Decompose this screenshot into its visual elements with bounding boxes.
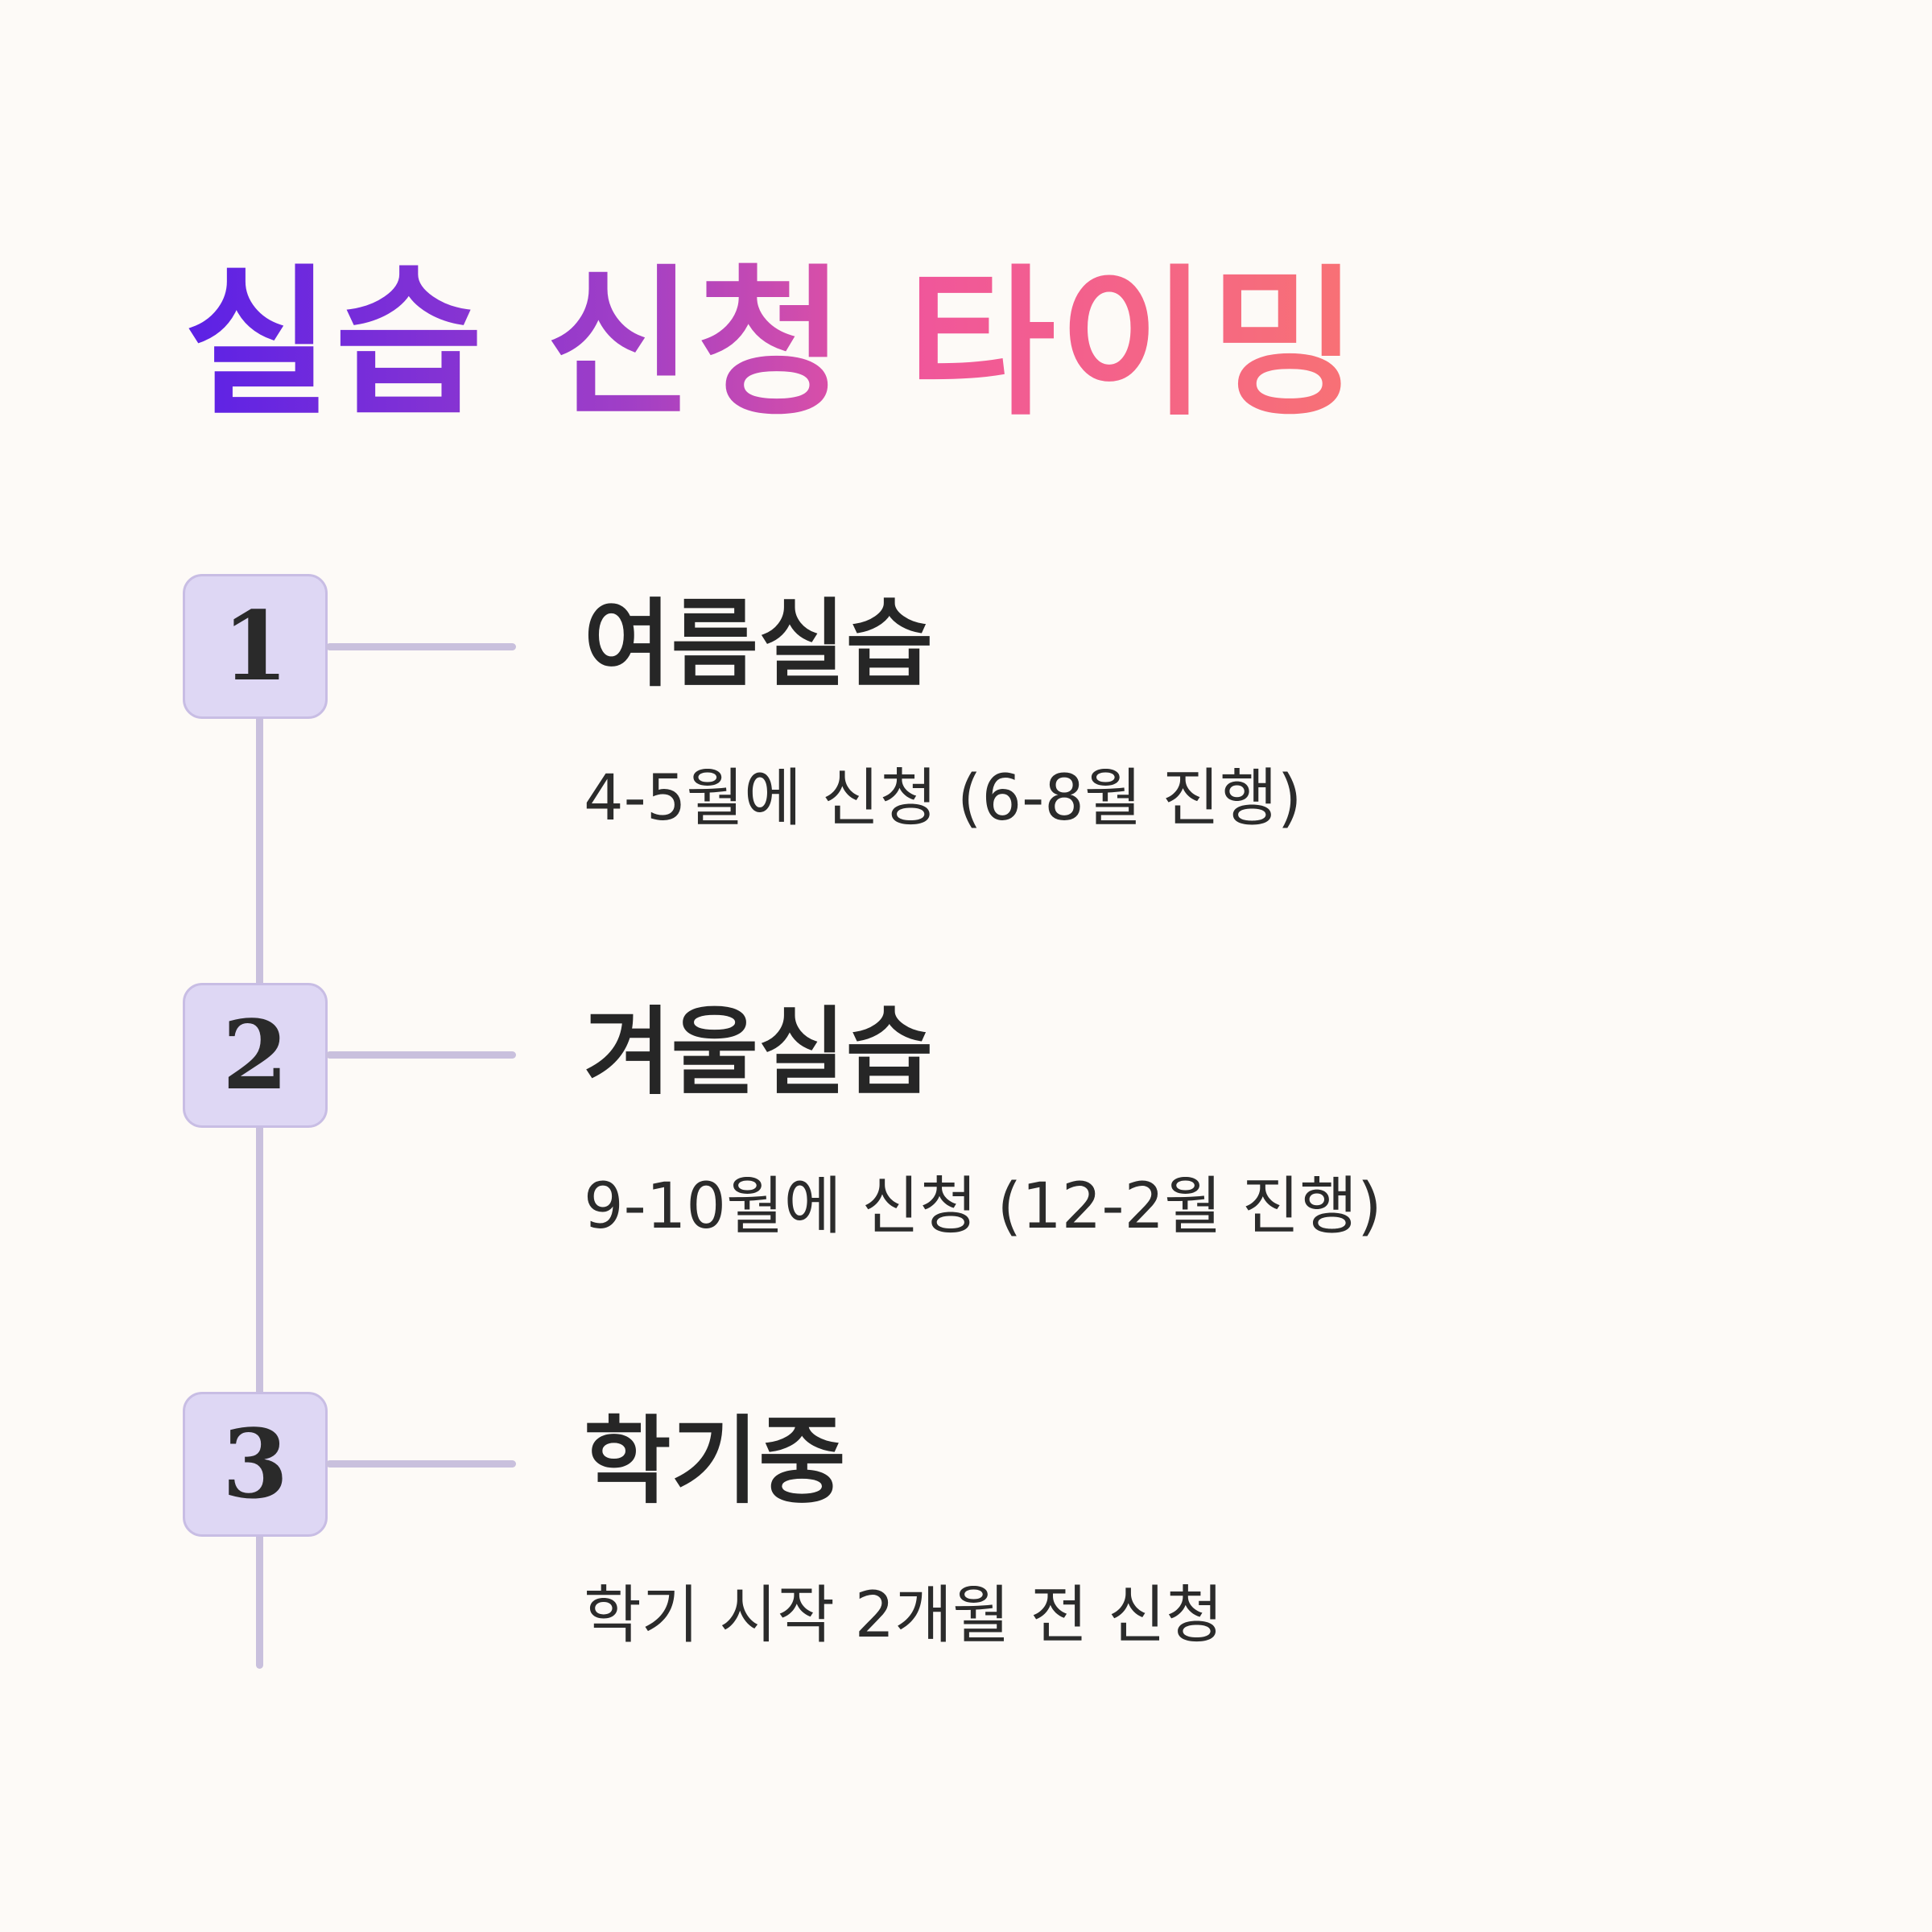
step-number-badge: 1 — [183, 574, 328, 719]
timeline-connector — [326, 1051, 516, 1059]
step-number: 2 — [221, 999, 289, 1111]
timeline-step-3: 3 학기중 학기 시작 2개월 전 신청 — [0, 0, 1932, 1652]
step-title: 겨울실습 — [584, 997, 934, 1108]
step-description: 학기 시작 2개월 전 신청 — [584, 1579, 1224, 1652]
step-number-badge: 2 — [183, 983, 328, 1128]
step-number: 3 — [221, 1408, 289, 1520]
timeline-connector — [326, 643, 516, 650]
step-number: 1 — [221, 590, 289, 702]
timeline-vertical-line — [256, 668, 263, 1669]
step-description: 9-10월에 신청 (12-2월 진행) — [584, 1170, 1382, 1243]
timeline-connector — [326, 1460, 516, 1468]
timeline-step-2: 2 겨울실습 9-10월에 신청 (12-2월 진행) — [0, 0, 1932, 1243]
timeline-step-1: 1 여름실습 4-5월에 신청 (6-8월 진행) — [0, 0, 1932, 835]
step-description: 4-5월에 신청 (6-8월 진행) — [584, 762, 1302, 835]
step-title: 학기중 — [584, 1406, 846, 1517]
step-title: 여름실습 — [584, 588, 934, 700]
page-title: 실습 신청 타이밍 — [184, 250, 1362, 438]
step-number-badge: 3 — [183, 1392, 328, 1537]
